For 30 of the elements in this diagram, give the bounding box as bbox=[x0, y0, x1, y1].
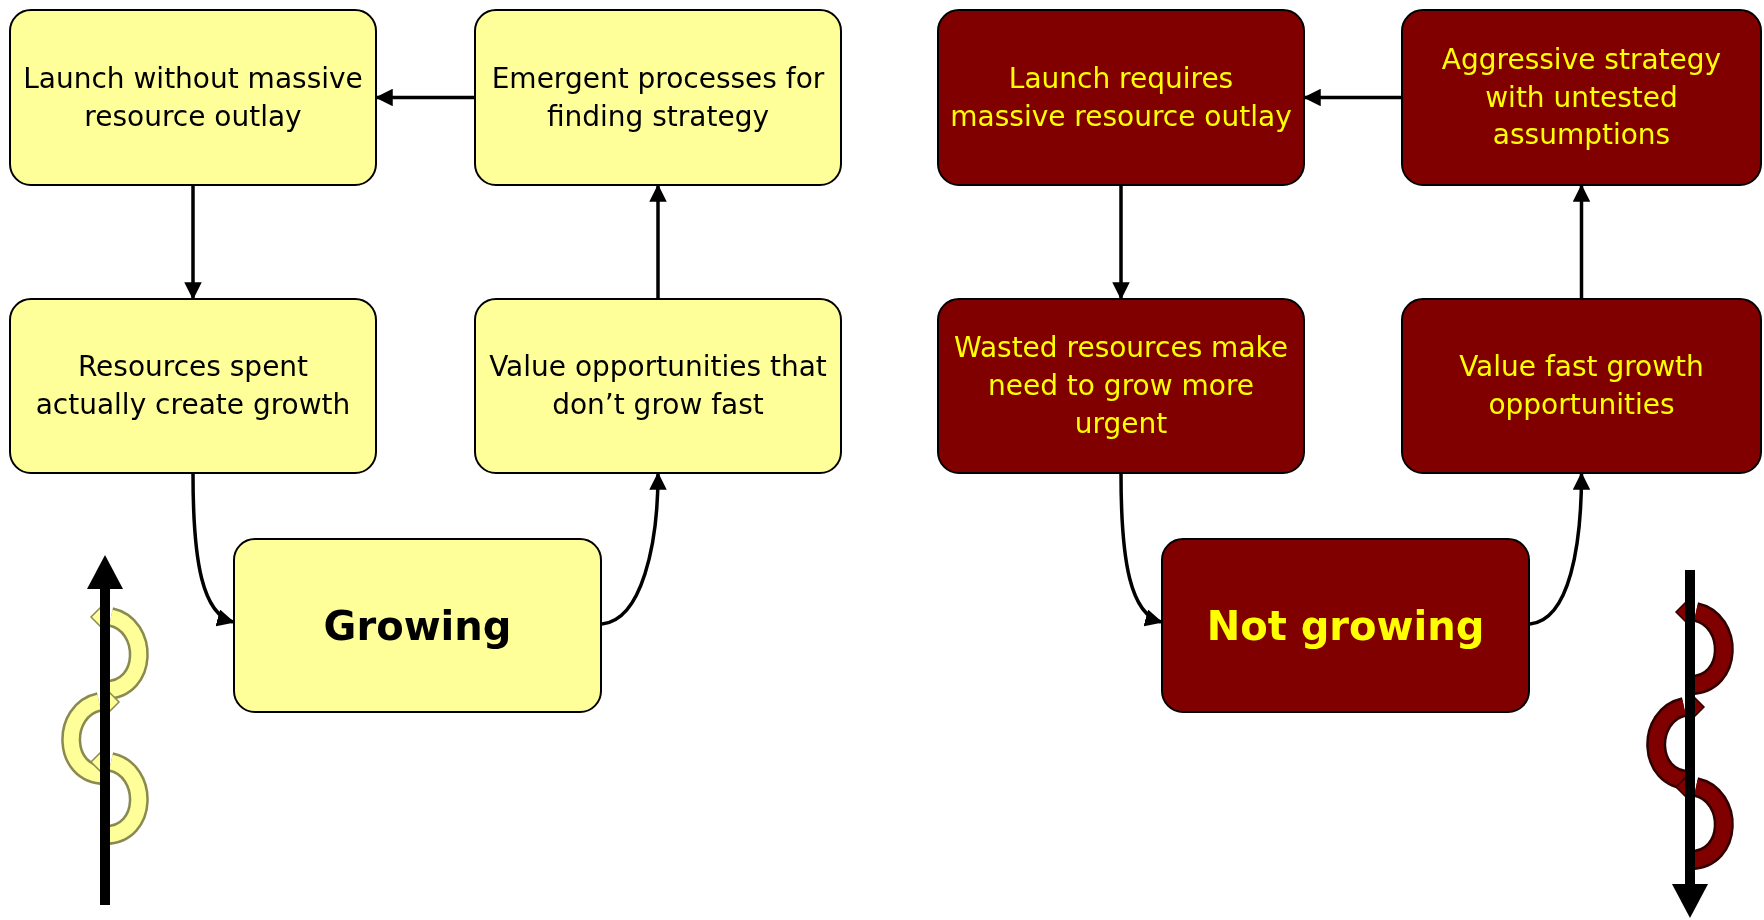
process-box bbox=[474, 9, 842, 186]
arrow bbox=[1572, 184, 1591, 298]
box-text: Emergent processes for finding strategy bbox=[490, 60, 826, 135]
process-box bbox=[1401, 9, 1762, 186]
box-text: Growing bbox=[323, 601, 512, 651]
arrow bbox=[1112, 186, 1130, 300]
arrow bbox=[191, 474, 235, 625]
box-text: Resources spent actually create growth bbox=[34, 349, 352, 423]
box-text: Value fast growth opportunities bbox=[1458, 349, 1705, 423]
process-box bbox=[1161, 538, 1530, 713]
box-text: Value opportunities that don’t grow fast bbox=[488, 349, 828, 423]
box-text: Launch requires massive resource outlay bbox=[949, 60, 1293, 135]
arrow bbox=[1303, 88, 1401, 107]
process-box bbox=[9, 9, 377, 186]
arrow bbox=[601, 472, 667, 626]
arrow bbox=[649, 184, 667, 298]
process-box bbox=[9, 298, 377, 474]
arrow bbox=[1119, 474, 1163, 625]
box-text: Not growing bbox=[1206, 601, 1485, 651]
arrow bbox=[1529, 472, 1591, 626]
process-box bbox=[937, 298, 1305, 474]
process-box bbox=[937, 9, 1305, 186]
box-text: Launch without massive resource outlay bbox=[22, 60, 364, 135]
arrow bbox=[375, 88, 474, 107]
process-box bbox=[474, 298, 842, 474]
box-text: Wasted resources make need to grow more urgent bbox=[953, 330, 1289, 442]
process-box bbox=[233, 538, 602, 713]
arrow bbox=[184, 186, 202, 300]
box-text: Aggressive strategy with untested assumptions bbox=[1440, 41, 1723, 154]
process-box bbox=[1401, 298, 1762, 474]
